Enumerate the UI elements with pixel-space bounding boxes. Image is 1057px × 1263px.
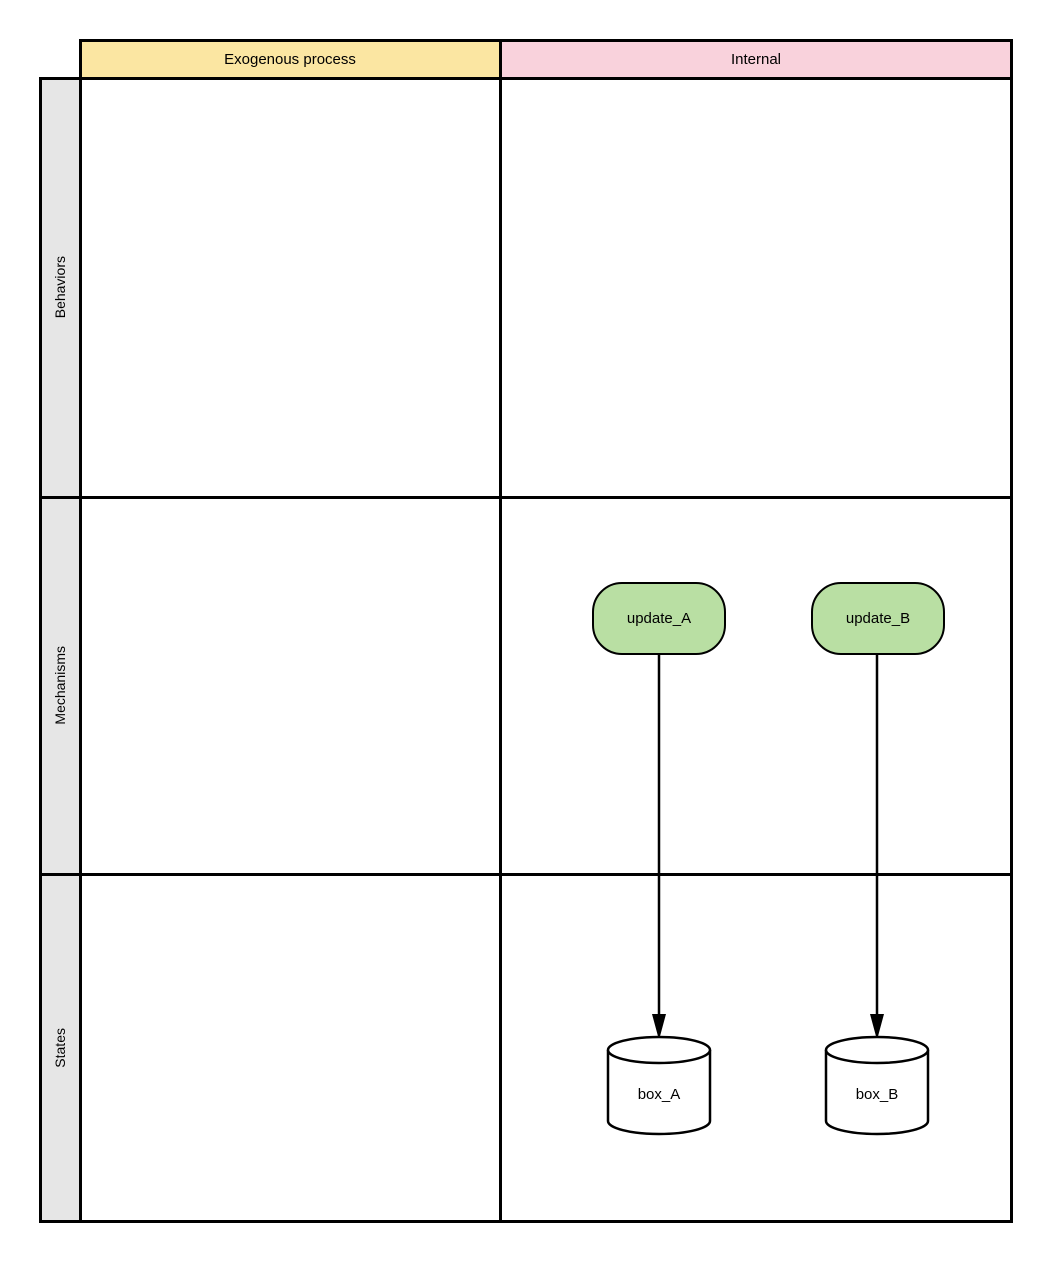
column-header-exogenous-process-label: Exogenous process xyxy=(224,50,356,68)
datastore-cylinder-box-a xyxy=(606,1035,712,1136)
grid-line-label-column-right xyxy=(79,39,82,1223)
grid-line-right xyxy=(1010,39,1013,1223)
arrowhead-down-icon xyxy=(652,1014,666,1040)
grid-line-left xyxy=(39,77,42,1223)
datastore-cylinder-box-b xyxy=(824,1035,930,1136)
grid-line-row-divider-1 xyxy=(40,496,1013,499)
grid-line-bottom xyxy=(40,1220,1013,1223)
node-update-b: update_B xyxy=(811,582,945,655)
grid-line-column-divider xyxy=(499,39,502,1223)
column-header-exogenous-process: Exogenous process xyxy=(80,40,500,78)
connector-update_B-box_B xyxy=(870,655,884,1040)
connector-update_A-box_A xyxy=(652,655,666,1040)
node-update-a-label: update_A xyxy=(626,610,692,627)
grid-line-row-divider-2 xyxy=(40,873,1013,876)
column-header-internal-label: Internal xyxy=(730,50,782,68)
grid-line-top-of-headers xyxy=(80,39,1013,42)
column-header-internal: Internal xyxy=(500,40,1012,78)
grid-line-header-bottom xyxy=(40,77,1013,80)
node-update-a: update_A xyxy=(592,582,726,655)
row-header-mechanisms: Mechanisms xyxy=(40,497,80,874)
node-update-b-label: update_B xyxy=(845,610,911,627)
arrowhead-down-icon xyxy=(870,1014,884,1040)
row-header-behaviors: Behaviors xyxy=(40,78,80,497)
row-header-states: States xyxy=(40,874,80,1222)
